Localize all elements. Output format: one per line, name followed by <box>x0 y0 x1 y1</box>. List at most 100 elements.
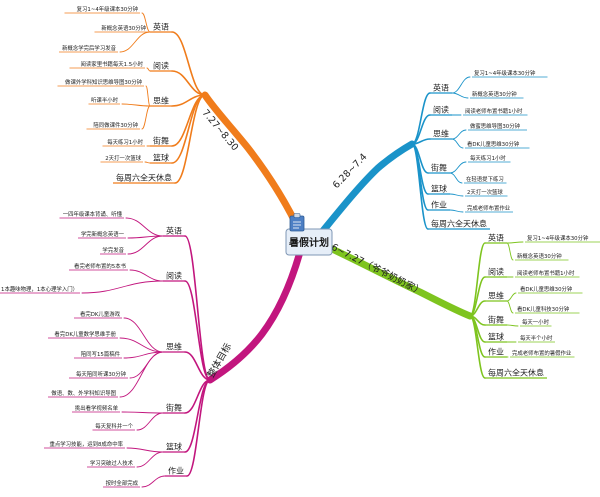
category-label: 作业 <box>488 347 504 357</box>
leaf-item: 完成老师布置的暑假作业 <box>512 349 572 357</box>
category-link-bgoal <box>184 351 211 381</box>
leaf-link <box>506 242 514 261</box>
leaf-item: 每天陪同听课30分钟 <box>76 370 127 378</box>
leaf-link <box>123 351 164 359</box>
category-label: 英语 <box>153 22 169 32</box>
leaf-link <box>123 317 164 353</box>
category-label: 思维 <box>153 96 169 106</box>
category-label: 篮球 <box>153 153 169 163</box>
category-link-b727 <box>171 94 206 147</box>
leaf-link <box>125 217 164 237</box>
leaf-item: 新概念英语30分钟 <box>517 252 562 260</box>
category-label: 篮球 <box>166 442 182 452</box>
leaf-item: 阅读老师布置书籍1小时 <box>465 107 523 115</box>
category-label: 街舞 <box>431 163 447 173</box>
leaf-link <box>449 161 467 174</box>
leaf-item: 按时全部完成 <box>106 479 139 487</box>
leaf-item: 复习1~4年级课本30分钟 <box>77 5 139 13</box>
leaf-item: 陪同写15篇稿件 <box>81 350 121 358</box>
category-label: 阅读 <box>433 105 449 115</box>
leaf-item: 每天一小时 <box>522 318 550 326</box>
root-title: 暑假计划 <box>289 236 329 249</box>
leaf-item: 看DK儿童思维30分钟 <box>520 285 573 293</box>
leaf-item: 每天练习1小时 <box>470 154 506 162</box>
category-link-bgoal <box>184 235 211 381</box>
category-link-b628 <box>411 92 431 145</box>
leaf-link <box>141 475 166 488</box>
category-label: 篮球 <box>488 332 504 342</box>
branch-trunk-bgoal <box>206 248 304 384</box>
leaf-item: 复习1~4年级课本30分钟 <box>474 69 536 77</box>
leaf-item: 每天练习1小时 <box>107 138 143 146</box>
branch-trunk-b76 <box>326 244 474 320</box>
category-link-b76 <box>469 315 486 379</box>
leaf-item: 新概念英语30分钟 <box>472 90 517 98</box>
leaf-link <box>81 280 164 294</box>
leaf-item: 看DK儿童科技30分钟 <box>517 305 570 313</box>
branch-trunk-b727 <box>201 91 304 236</box>
category-label: 阅读 <box>166 271 182 281</box>
leaf-link <box>506 241 524 244</box>
leaf-link <box>141 105 151 130</box>
leaf-item: 学习突破过人技术 <box>90 459 134 467</box>
category-label: 思维 <box>166 342 182 352</box>
category-link-b628 <box>411 143 429 211</box>
leaf-item: 一四年级课本背诵、听懂 <box>63 210 123 218</box>
category-label: 英语 <box>488 233 504 243</box>
leaf-link <box>451 129 467 140</box>
leaf-link <box>127 235 164 255</box>
leaf-link <box>136 412 164 431</box>
leaf-item: 另外看5本书（3本传记，1本趣味物理，1本心理学入门） <box>0 285 78 293</box>
leaf-item: 2天打一次篮球 <box>105 154 141 162</box>
leaf-item: 看完DK儿童数学思维手册 <box>54 330 116 338</box>
leaf-item: 看完DK儿童游戏 <box>80 310 121 318</box>
leaf-link <box>144 161 151 164</box>
category-link-bgoal <box>186 379 211 477</box>
category-link-b727 <box>171 70 206 96</box>
category-link-b628 <box>411 143 429 230</box>
category-link-b727 <box>174 94 206 184</box>
leaf-link <box>506 300 514 314</box>
leaf-item: 阅读老师布置书籍1小时 <box>517 269 575 277</box>
leaf-item: 2天打一次篮球 <box>467 188 503 196</box>
leaf-link <box>119 31 151 53</box>
category-label: 每周六全天休息 <box>431 219 487 229</box>
leaf-item: 听课半小时 <box>91 96 119 104</box>
category-label: 思维 <box>433 129 449 139</box>
category-label: 街舞 <box>153 136 169 146</box>
leaf-item: 学完发音 <box>102 246 124 254</box>
leaf-item: 挑出看学视频名单 <box>75 404 119 412</box>
branch-trunk-b628 <box>318 140 416 236</box>
leaf-link <box>129 269 164 282</box>
leaf-item: 新概念英语30分钟 <box>101 24 146 32</box>
category-label: 街舞 <box>488 315 504 325</box>
leaf-item: 做蜜思维导图30分钟 <box>470 122 521 130</box>
leaf-item: 看DK儿童思维30分钟 <box>467 140 520 148</box>
category-label: 街舞 <box>166 403 182 413</box>
leaf-link <box>121 103 151 107</box>
leaf-item: 每天复科并一个 <box>95 422 133 430</box>
leaf-link <box>506 324 519 327</box>
leaf-item: 复习1~4年级课本30分钟 <box>527 234 589 242</box>
leaf-item: 阅读家里书籍每天1.5小时 <box>81 60 144 68</box>
category-label: 英语 <box>166 226 182 236</box>
leaf-item: 新概念学完后学习发音 <box>62 44 117 52</box>
leaf-link <box>449 209 464 213</box>
category-label: 思维 <box>488 291 504 301</box>
leaf-link <box>136 451 164 468</box>
root-node[interactable]: 暑假计划 <box>285 213 333 256</box>
leaf-item: 陪同做课件30分钟 <box>93 121 138 129</box>
leaf-link <box>145 85 151 107</box>
leaf-item: 重点学习技能，运到8成命中率 <box>49 440 123 448</box>
category-label: 阅读 <box>153 61 169 71</box>
category-label: 作业 <box>168 466 184 476</box>
leaf-item: 每天半个小时 <box>520 334 553 342</box>
leaf-item: 学完新概念英语一 <box>81 230 125 238</box>
leaf-link <box>141 12 151 33</box>
category-link-b727 <box>171 31 206 96</box>
clipboard-icon <box>289 213 305 232</box>
leaf-link <box>451 92 469 99</box>
category-label: 每周六全天休息 <box>116 173 172 183</box>
leaf-item: 看完老师布置的5本书 <box>74 262 127 270</box>
